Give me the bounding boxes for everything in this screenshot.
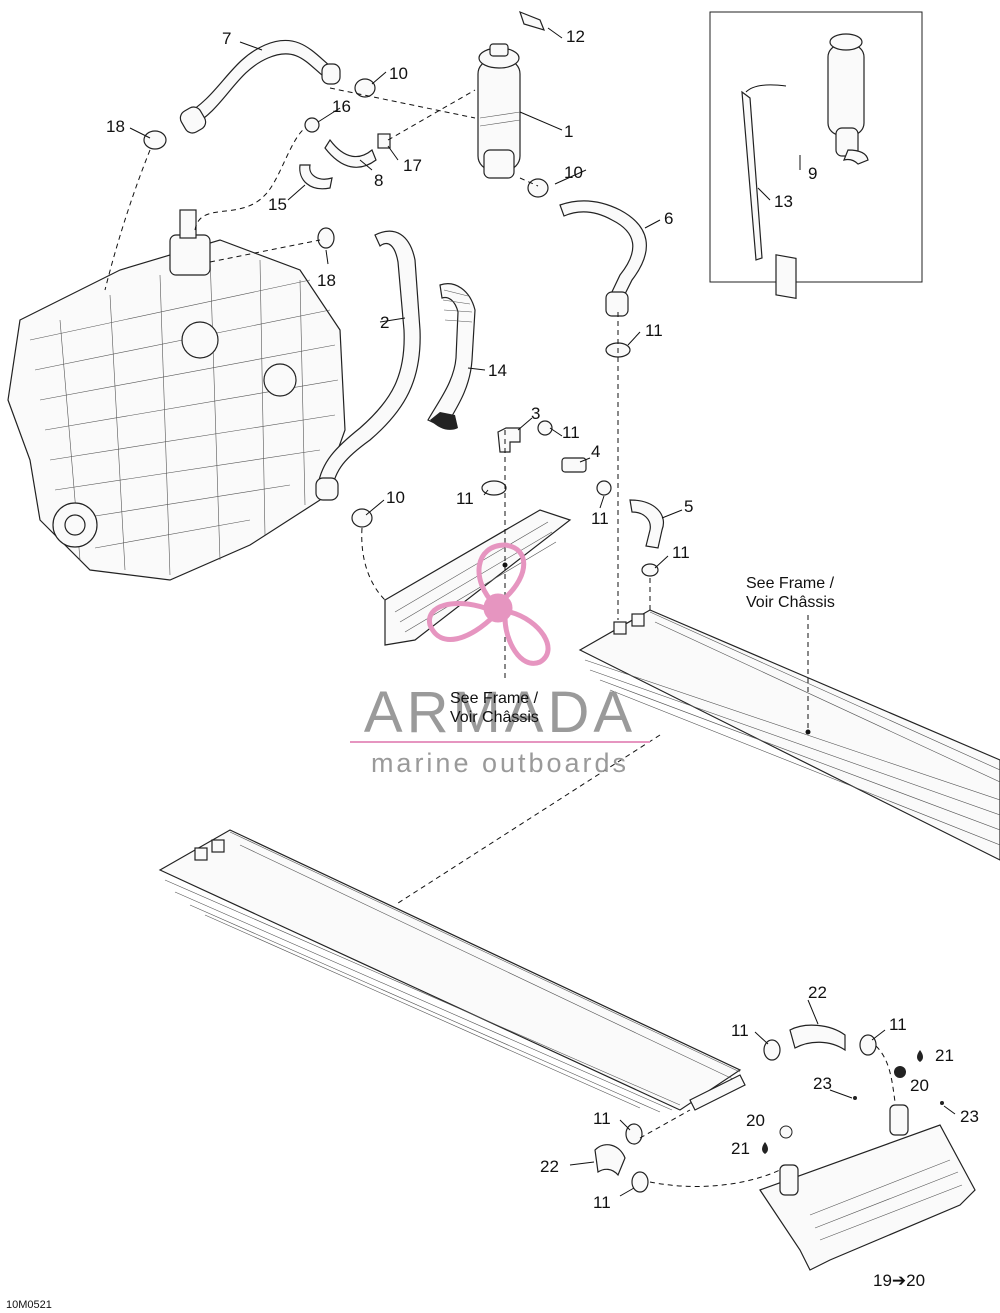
watermark-brand: ARMADA — [364, 680, 636, 745]
label-23-left: 23 — [813, 1074, 832, 1093]
fitting-4 — [561, 457, 587, 473]
note-frame-right-line2: Voir Châssis — [746, 594, 835, 611]
hose-5 — [629, 499, 664, 549]
label-10-bottom: 10 — [386, 488, 405, 507]
frame-upper-right — [578, 609, 1000, 861]
label-22-top: 22 — [808, 983, 827, 1002]
hose-15 — [299, 164, 333, 190]
label-21-right: 21 — [935, 1046, 954, 1065]
label-15: 15 — [268, 195, 287, 214]
label-6: 6 — [664, 209, 673, 228]
label-20-right: 20 — [910, 1076, 929, 1095]
label-11-c: 11 — [456, 489, 474, 508]
coolant-reservoir — [477, 43, 521, 179]
label-11-g: 11 — [889, 1015, 907, 1034]
flow-dash-lines — [104, 87, 896, 1187]
hose-7 — [179, 39, 341, 134]
heat-exchanger-lower — [759, 1104, 976, 1271]
hose-22-lower — [594, 1123, 649, 1193]
label-12: 12 — [566, 27, 585, 46]
watermark-tagline: marine outboards — [371, 748, 629, 778]
label-2: 2 — [380, 313, 389, 332]
label-11-f: 11 — [731, 1021, 749, 1040]
label-11-h: 11 — [593, 1109, 611, 1128]
label-8: 8 — [374, 171, 383, 190]
armada-watermark: ARMADA marine outboards — [350, 542, 650, 778]
note-frame-center-line1: See Frame / — [450, 690, 539, 707]
frame-lower — [158, 829, 746, 1113]
label-21-left: 21 — [731, 1139, 750, 1158]
label-9: 9 — [808, 164, 817, 183]
label-4: 4 — [591, 442, 600, 461]
fitting-3 — [497, 427, 521, 453]
hose-6 — [559, 200, 647, 317]
hose-22-upper — [763, 1024, 877, 1061]
label-11-e: 11 — [672, 543, 690, 562]
note-frame-right-line1: See Frame / — [746, 575, 835, 592]
label-1: 1 — [564, 122, 573, 141]
label-11-d: 11 — [591, 509, 609, 528]
label-10-right: 10 — [564, 163, 583, 182]
label-18-mid: 18 — [317, 271, 336, 290]
leader-lines — [129, 27, 956, 1197]
hose-8 — [324, 138, 377, 168]
label-20-left: 20 — [746, 1111, 765, 1130]
label-16: 16 — [332, 97, 351, 116]
label-7: 7 — [222, 29, 231, 48]
inset-detail-box — [709, 11, 923, 300]
label-3: 3 — [531, 404, 540, 423]
label-5: 5 — [684, 497, 693, 516]
diagram-code: 10M0521 — [6, 1299, 52, 1311]
label-23-right: 23 — [960, 1107, 979, 1126]
drain-plugs — [762, 1050, 944, 1154]
hose-14-corrugated — [427, 283, 476, 430]
label-14: 14 — [488, 361, 507, 380]
label-22-bottom: 22 — [540, 1157, 559, 1176]
label-17: 17 — [403, 156, 422, 175]
label-11-i: 11 — [593, 1193, 611, 1212]
reservoir-cap — [519, 10, 546, 31]
label-10-top: 10 — [389, 64, 408, 83]
propeller-logo — [427, 542, 551, 666]
label-13: 13 — [774, 192, 793, 211]
part-number-labels: 12 1 10 10 10 7 18 16 17 8 15 18 2 14 6 … — [106, 27, 979, 1290]
label-11-b: 11 — [562, 423, 580, 442]
label-19-to-20: 19➔20 — [873, 1271, 925, 1290]
label-11-a: 11 — [645, 321, 663, 340]
hose-2 — [315, 230, 421, 501]
note-frame-center-line2: Voir Châssis — [450, 709, 539, 726]
engine-block — [7, 209, 346, 581]
label-18-top: 18 — [106, 117, 125, 136]
